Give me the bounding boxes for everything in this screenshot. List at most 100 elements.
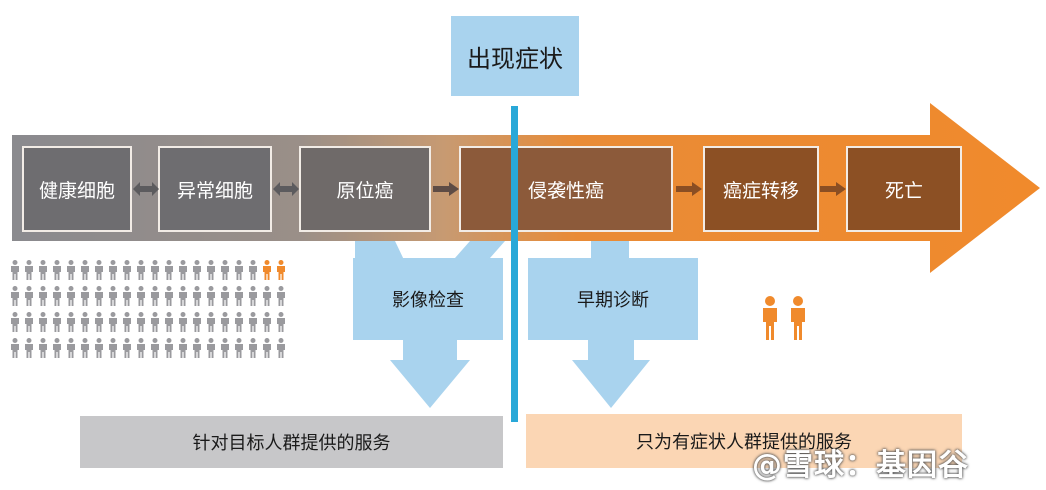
person-icon [11,312,19,332]
person-icon [11,338,19,358]
person-icon [151,338,159,358]
right-arrow-icon [433,182,459,196]
person-icon [53,260,61,280]
stage-label: 原位癌 [336,179,394,202]
person-icon [151,260,159,280]
person-icon [137,286,145,306]
bidirectional-arrow-icon [133,182,159,196]
person-icon [179,260,187,280]
person-icon [165,260,173,280]
person-icon [39,312,47,332]
person-icon [53,312,61,332]
person-icon [67,312,75,332]
person-icon [235,312,243,332]
early-diagnosis-box: 早期诊断 [528,258,698,340]
person-icon [249,312,257,332]
person-icon [221,260,229,280]
target-population-service-box: 针对目标人群提供的服务 [80,416,503,468]
person-icon [39,286,47,306]
imaging-label: 影像检查 [392,290,464,311]
person-icon [235,338,243,358]
person-icon [277,338,285,358]
person-icon [249,260,257,280]
right-arrow-icon [820,182,846,196]
person-icon [277,286,285,306]
person-icon [81,338,89,358]
person-icon [123,338,131,358]
symptomatic-service-label: 只为有症状人群提供的服务 [636,432,852,453]
person-icon [235,260,243,280]
person-icon [123,286,131,306]
person-icon [67,286,75,306]
person-icon [53,286,61,306]
stage-metastasis: 癌症转移 [703,146,819,232]
person-icon [95,260,103,280]
right-arrow-icon [676,182,702,196]
person-icon [263,286,271,306]
person-icon [123,312,131,332]
person-icon [791,296,805,340]
person-icon [25,338,33,358]
person-icon [39,260,47,280]
person-icon [165,312,173,332]
person-icon [263,260,271,280]
person-icon [81,286,89,306]
person-icon [263,312,271,332]
stage-healthy-cells: 健康细胞 [22,146,132,232]
person-icon [137,338,145,358]
person-icon [109,312,117,332]
person-icon [137,312,145,332]
stage-carcinoma-in-situ: 原位癌 [299,146,431,232]
person-icon [221,312,229,332]
person-icon [207,286,215,306]
person-icon [109,338,117,358]
early-diagnosis-label: 早期诊断 [577,290,649,311]
imaging-box: 影像检查 [353,258,503,340]
person-icon [277,260,285,280]
person-icon [249,286,257,306]
stage-label: 异常细胞 [176,179,253,202]
person-icon [25,286,33,306]
stage-label: 侵袭性癌 [527,179,604,202]
person-icon [11,286,19,306]
person-icon [95,312,103,332]
person-icon [109,260,117,280]
person-icon [95,338,103,358]
person-icon [221,286,229,306]
person-icon [165,286,173,306]
watermark: @雪球：基因谷 [752,440,969,484]
person-icon [109,286,117,306]
person-icon [25,260,33,280]
stage-label: 死亡 [884,179,923,202]
person-icon [221,338,229,358]
person-icon [11,260,19,280]
stage-label: 癌症转移 [722,179,799,202]
person-icon [207,312,215,332]
symptom-onset-box: 出现症状 [451,16,579,96]
person-icon [165,338,173,358]
person-icon [193,338,201,358]
person-icon [207,260,215,280]
person-icon [39,338,47,358]
person-icon [95,286,103,306]
stage-death: 死亡 [846,146,962,232]
person-icon [179,312,187,332]
person-icon [193,286,201,306]
bidirectional-arrow-icon [273,182,299,196]
person-icon [123,260,131,280]
person-icon [137,260,145,280]
person-icon [763,296,777,340]
person-icon [81,312,89,332]
person-icon [207,338,215,358]
symptom-onset-line [511,106,518,422]
person-icon [53,338,61,358]
person-icon [263,338,271,358]
person-icon [25,312,33,332]
symptom-onset-label: 出现症状 [467,44,563,73]
person-icon [151,312,159,332]
person-icon [193,312,201,332]
person-icon [235,286,243,306]
person-icon [193,260,201,280]
stage-invasive-cancer: 侵袭性癌 [459,146,673,232]
person-icon [179,286,187,306]
